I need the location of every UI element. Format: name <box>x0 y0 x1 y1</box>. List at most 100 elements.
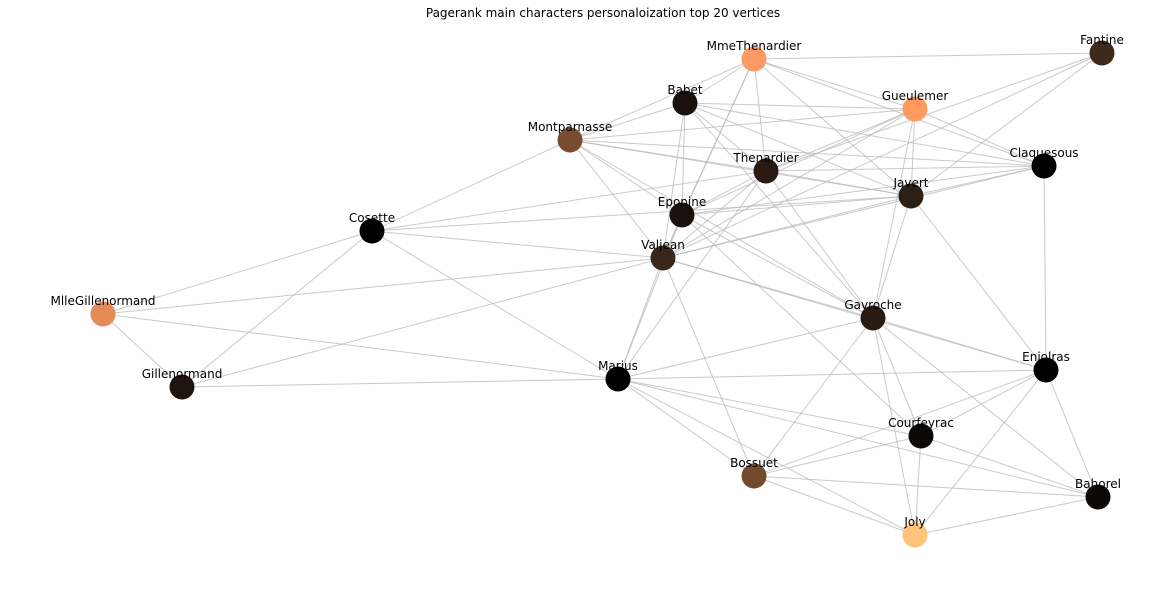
edge-babet-gavroche <box>684 102 874 319</box>
edges-layer <box>102 52 1103 536</box>
node-label-valjean: Valjean <box>641 238 685 252</box>
edge-valjean-cosette <box>371 230 664 259</box>
edge-enjolras-courfeyrac <box>920 369 1047 437</box>
edge-valjean-bossuet <box>662 257 755 477</box>
edge-gueulemer-thenardier <box>765 108 916 172</box>
edge-gavroche-joly <box>872 317 916 536</box>
edge-babet-thenardier <box>684 102 767 172</box>
node-montparnasse[interactable] <box>557 127 583 153</box>
node-label-bossuet: Bossuet <box>730 456 778 470</box>
node-gavroche[interactable] <box>860 305 886 331</box>
graph-title: Pagerank main characters personaloizatio… <box>425 6 781 20</box>
edge-valjean-marius <box>617 257 664 380</box>
edge-javert-enjolras <box>910 195 1047 371</box>
node-joly[interactable] <box>902 522 928 548</box>
edge-bossuet-joly <box>753 475 916 536</box>
edge-montparnasse-valjean <box>569 139 664 259</box>
node-javert[interactable] <box>898 183 924 209</box>
node-label-marius: Marius <box>598 359 638 373</box>
node-mme-thenardier[interactable] <box>741 46 767 72</box>
node-marius[interactable] <box>605 366 631 392</box>
node-label-babet: Babet <box>667 83 703 97</box>
edge-mlle-gillenormand-gillenormand <box>102 313 183 388</box>
edge-eponine-courfeyrac <box>681 214 922 437</box>
edge-montparnasse-claquesous <box>569 139 1045 167</box>
edge-montparnasse-cosette <box>371 139 571 232</box>
edge-montparnasse-eponine <box>569 139 683 216</box>
node-courfeyrac[interactable] <box>908 423 934 449</box>
edge-valjean-mlle-gillenormand <box>102 257 664 315</box>
edge-claquesous-valjean <box>662 165 1045 259</box>
edge-babet-gueulemer <box>684 102 916 110</box>
nodes-layer <box>90 40 1115 548</box>
node-label-fantine: Fantine <box>1080 33 1124 47</box>
edge-javert-cosette <box>371 195 912 232</box>
edge-cosette-mlle-gillenormand <box>102 230 373 315</box>
node-gillenormand[interactable] <box>169 374 195 400</box>
edge-courfeyrac-bahorel <box>920 435 1099 498</box>
node-label-mlle-gillenormand: MlleGillenormand <box>50 294 155 308</box>
node-fantine[interactable] <box>1089 40 1115 66</box>
node-cosette[interactable] <box>359 218 385 244</box>
node-label-gavroche: Gavroche <box>844 298 901 312</box>
edge-gavroche-courfeyrac <box>872 317 922 437</box>
edge-cosette-gillenormand <box>181 230 373 388</box>
edge-marius-enjolras <box>617 369 1047 380</box>
node-bossuet[interactable] <box>741 463 767 489</box>
edge-mme-thenardier-babet <box>684 58 755 104</box>
edge-gavroche-bossuet <box>753 317 874 477</box>
node-thenardier[interactable] <box>753 158 779 184</box>
edge-marius-gavroche <box>617 317 874 380</box>
edge-thenardier-eponine <box>681 170 767 216</box>
node-label-gueulemer: Gueulemer <box>882 89 949 103</box>
edge-javert-gavroche <box>872 195 912 319</box>
edge-eponine-gavroche <box>681 214 874 319</box>
node-babet[interactable] <box>672 90 698 116</box>
edge-mme-thenardier-javert <box>753 58 912 197</box>
node-enjolras[interactable] <box>1033 357 1059 383</box>
edge-fantine-valjean <box>662 52 1103 259</box>
edge-marius-bossuet <box>617 378 755 477</box>
edge-javert-eponine <box>681 195 912 216</box>
edge-thenardier-marius <box>617 170 767 380</box>
node-valjean[interactable] <box>650 245 676 271</box>
node-label-bahorel: Bahorel <box>1075 477 1121 491</box>
edge-babet-javert <box>684 102 912 197</box>
node-label-mme-thenardier: MmeThenardier <box>707 39 802 53</box>
edge-claquesous-enjolras <box>1043 165 1047 371</box>
edge-thenardier-cosette <box>371 170 767 232</box>
edge-thenardier-gavroche <box>765 170 874 319</box>
node-label-montparnasse: Montparnasse <box>528 120 613 134</box>
edge-mme-thenardier-fantine <box>753 52 1103 60</box>
node-label-courfeyrac: Courfeyrac <box>888 416 954 430</box>
node-mlle-gillenormand[interactable] <box>90 301 116 327</box>
edge-valjean-gillenormand <box>181 257 664 388</box>
node-label-cosette: Cosette <box>349 211 395 225</box>
edge-marius-courfeyrac <box>617 378 922 437</box>
node-label-claquesous: Claquesous <box>1009 146 1078 160</box>
edge-babet-montparnasse <box>569 102 686 141</box>
edge-gueulemer-gavroche <box>872 108 916 319</box>
node-claquesous[interactable] <box>1031 153 1057 179</box>
edge-babet-valjean <box>662 102 686 259</box>
node-label-thenardier: Thenardier <box>732 151 798 165</box>
edge-mme-thenardier-thenardier <box>753 58 767 172</box>
edge-gueulemer-valjean <box>662 108 916 259</box>
node-gueulemer[interactable] <box>902 96 928 122</box>
edge-fantine-javert <box>910 52 1103 197</box>
edge-enjolras-bossuet <box>753 369 1047 477</box>
edge-enjolras-joly <box>914 369 1047 536</box>
edge-thenardier-claquesous <box>765 165 1045 172</box>
edge-enjolras-bahorel <box>1045 369 1099 498</box>
edge-gueulemer-claquesous <box>914 108 1045 167</box>
edge-gueulemer-eponine <box>681 108 916 216</box>
node-eponine[interactable] <box>669 202 695 228</box>
edge-thenardier-valjean <box>662 170 767 259</box>
edge-joly-bahorel <box>914 496 1099 536</box>
edge-mme-thenardier-montparnasse <box>569 58 755 141</box>
edge-marius-joly <box>617 378 916 536</box>
edge-courfeyrac-bossuet <box>753 435 922 477</box>
edge-mme-thenardier-gueulemer <box>753 58 916 110</box>
node-bahorel[interactable] <box>1085 484 1111 510</box>
